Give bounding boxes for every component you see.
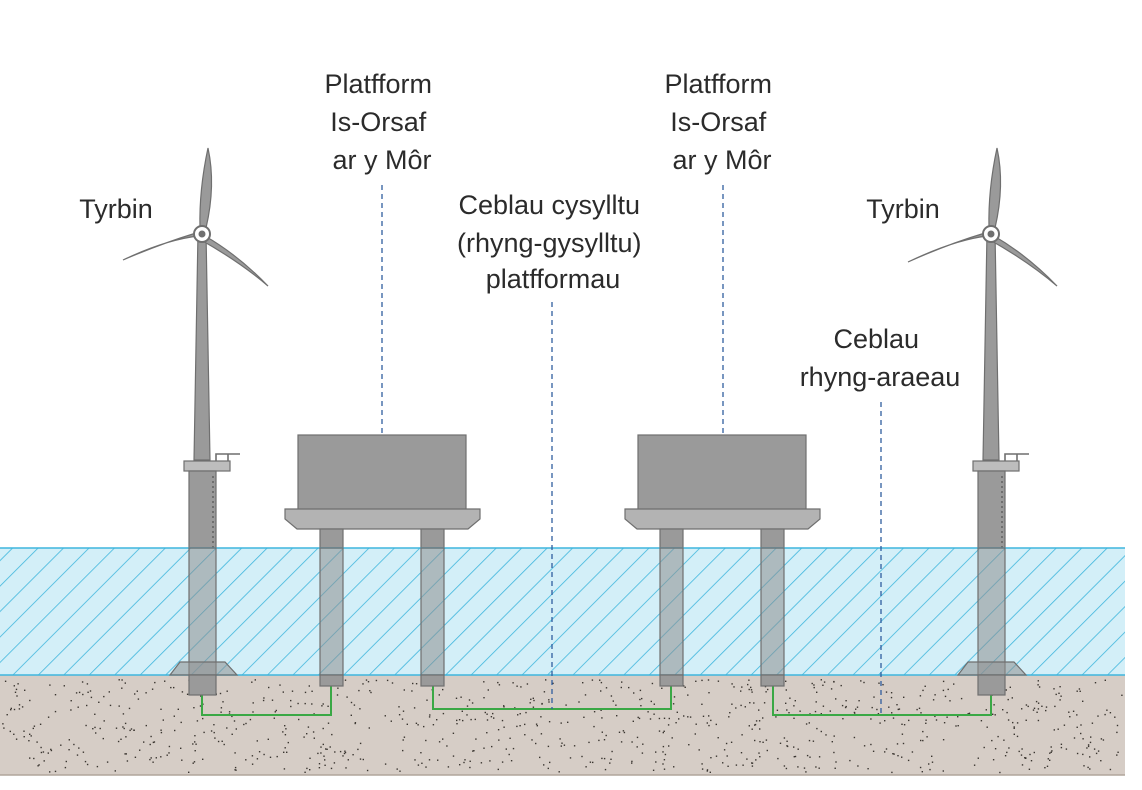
turbine-railing [215,453,240,461]
turbine-right [907,147,1058,552]
platform-right [624,434,821,560]
turbine-blades [907,147,1058,287]
leader-lines [381,185,882,715]
turbine-tower [193,231,211,461]
jacket-leg [420,547,445,676]
label-interlink-cables: Ceblau cysylltu (rhyng-gysylltu) platffo… [457,190,649,294]
jacket-leg [760,547,785,676]
seabed [0,675,1125,776]
label-turbine-left: Tyrbin [79,194,153,224]
label-turbine-right: Tyrbin [866,194,940,224]
turbine-left [122,147,269,552]
label-platform-left: Platfform Is-Orsaf ar y Môr [324,69,439,175]
platform-topside [637,434,807,511]
jacket-leg [319,547,344,676]
foundation-stubs [188,674,1006,696]
scour-protection-right [956,661,1028,676]
submerged-structures [168,547,1028,676]
monopile-left [188,547,217,676]
monopile-right [977,547,1006,676]
transition-piece [188,470,217,552]
turbine-blades [122,147,269,287]
turbine-platform [183,460,231,472]
scour-protection-left [168,661,239,676]
platform-topside [297,434,467,511]
turbine-railing [1004,453,1029,461]
transition-piece [977,470,1006,552]
platform-deck [624,508,821,530]
turbine-tower [982,231,1000,461]
platform-deck [284,508,481,530]
platform-left [284,434,481,560]
jacket-leg [659,547,684,676]
label-platform-right: Platfform Is-Orsaf ar y Môr [664,69,779,175]
sea-water [0,547,1125,676]
labels: Tyrbin Tyrbin Platfform Is-Orsaf ar y Mô… [79,69,960,392]
label-interarray-cables: Ceblau rhyng-araeau [800,324,961,392]
turbine-platform [972,460,1020,472]
